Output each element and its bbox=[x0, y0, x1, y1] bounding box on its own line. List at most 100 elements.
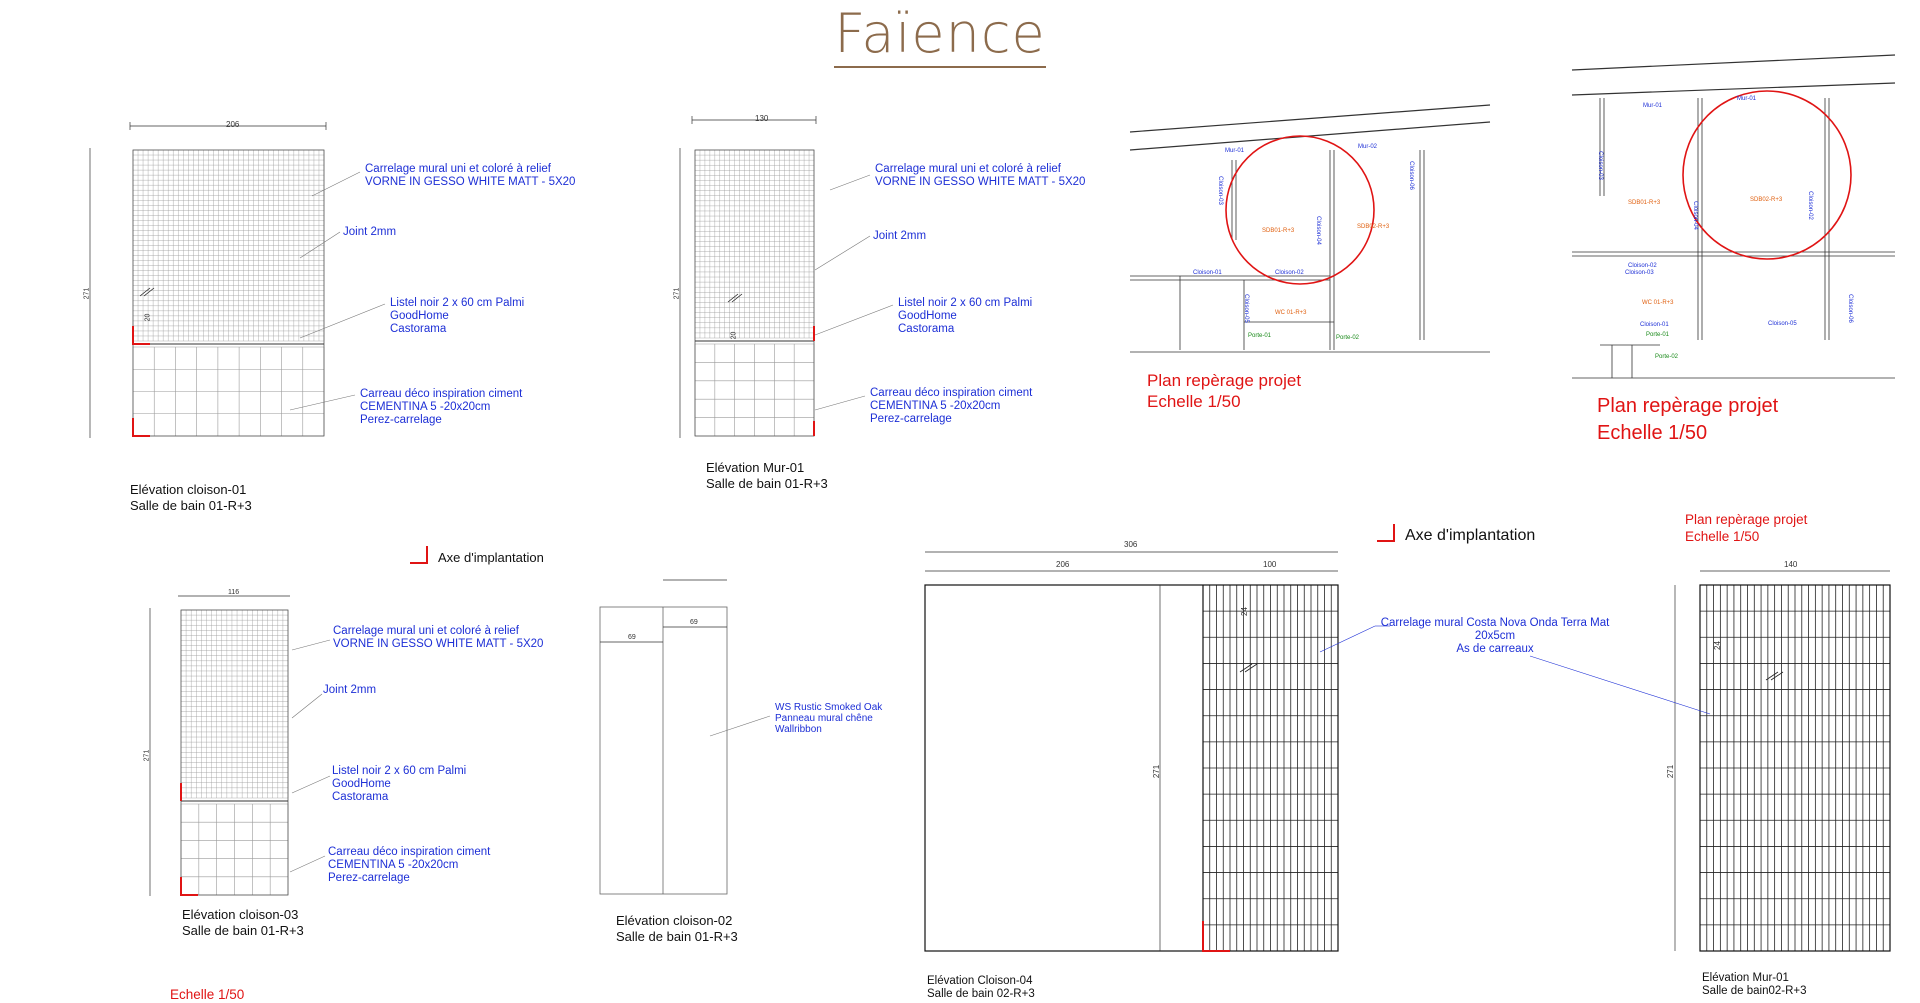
plan-room-label: WC 01-R+3 bbox=[1642, 300, 1674, 306]
dim-cloison-04-left: 206 bbox=[1056, 560, 1070, 569]
elevation-mur-01b-frame bbox=[1699, 584, 1891, 952]
caption-line: Salle de bain 01-R+3 bbox=[182, 923, 304, 938]
dim-cloison-01-tile: 20 bbox=[144, 313, 152, 322]
tile-mark bbox=[1244, 663, 1258, 673]
plan-label: Cloison-05 bbox=[1242, 294, 1249, 323]
leader-line bbox=[311, 171, 361, 197]
caption-cloison-04: Elévation Cloison-04 Salle de bain 02-R+… bbox=[927, 975, 1035, 1001]
note-line: Carreau déco inspiration ciment bbox=[870, 387, 1033, 399]
caption-line: Elévation Cloison-04 bbox=[927, 975, 1033, 987]
plan-repere-1 bbox=[1129, 104, 1491, 353]
dim-mur-01b-height: 271 bbox=[1666, 764, 1676, 779]
dim-cloison-04-total: 306 bbox=[1124, 540, 1138, 549]
note-line: Castorama bbox=[390, 323, 447, 335]
plan-scale-line: Echelle 1/50 bbox=[1597, 422, 1708, 444]
leader-line bbox=[289, 394, 356, 411]
dim-cloison-01-height: 271 bbox=[83, 287, 91, 300]
dim-cloison-03-height: 271 bbox=[143, 749, 151, 762]
plan-label: Cloison-01 bbox=[1640, 322, 1669, 328]
note-line: GoodHome bbox=[390, 310, 449, 322]
caption-line: Salle de bain 02-R+3 bbox=[927, 988, 1035, 1000]
caption-cloison-02: Elévation cloison-02 Salle de bain 01-R+… bbox=[616, 913, 738, 945]
plan-door-label: Porte-01 bbox=[1646, 332, 1670, 338]
note-carreau: Carreau déco inspiration ciment CEMENTIN… bbox=[328, 846, 490, 885]
dim-cloison-04-right: 100 bbox=[1263, 560, 1277, 569]
dim-mur-01b-width: 140 bbox=[1784, 560, 1798, 569]
scale-bottom: Echelle 1/50 bbox=[170, 987, 245, 1002]
caption-line: Elévation cloison-01 bbox=[130, 482, 247, 497]
note-listel: Listel noir 2 x 60 cm Palmi GoodHome Cas… bbox=[332, 765, 466, 804]
note-line: Carrelage mural uni et coloré à relief bbox=[365, 163, 552, 175]
leader-line bbox=[1319, 625, 1376, 653]
plan-label: Cloison-02 bbox=[1275, 270, 1304, 276]
note-line: GoodHome bbox=[898, 310, 957, 322]
note-line: Carrelage mural uni et coloré à relief bbox=[333, 625, 520, 637]
dim-cloison-02-b: 69 bbox=[690, 619, 698, 626]
caption-line: Elévation cloison-03 bbox=[182, 907, 299, 922]
plan-2-outer-wall bbox=[1571, 54, 1896, 71]
note-carreau: Carreau déco inspiration ciment CEMENTIN… bbox=[870, 387, 1032, 426]
caption-mur-01b: Elévation Mur-01 Salle de bain02-R+3 bbox=[1702, 972, 1807, 998]
caption-line: Elévation Mur-01 bbox=[1702, 972, 1789, 984]
plan-room-label: WC 01-R+3 bbox=[1275, 310, 1307, 316]
caption-mur-01: Elévation Mur-01 Salle de bain 01-R+3 bbox=[706, 460, 828, 492]
axis-mark bbox=[1202, 921, 1230, 952]
axis-mark bbox=[132, 326, 150, 345]
plan-repere-2 bbox=[1571, 54, 1896, 379]
caption-line: Salle de bain 01-R+3 bbox=[706, 476, 828, 491]
plan-label: Mur-01 bbox=[1643, 103, 1663, 109]
leader-line bbox=[289, 855, 326, 873]
note-carrelage-mural: Carrelage mural uni et coloré à relief V… bbox=[875, 163, 1085, 189]
leader-line bbox=[814, 235, 871, 271]
caption-line: Salle de bain02-R+3 bbox=[1702, 985, 1807, 997]
note-line: Panneau mural chêne bbox=[775, 713, 873, 724]
axis-mark bbox=[132, 418, 150, 437]
legend-axe-implantation-2: Axe d'implantation bbox=[1377, 524, 1535, 545]
tile-mark bbox=[1770, 671, 1784, 681]
plan-label: Cloison-04 bbox=[1691, 201, 1698, 230]
dim-mur-01b-tile: 24 bbox=[1712, 641, 1722, 650]
elevation-frames bbox=[132, 149, 1891, 952]
elevation-cloison-01-frame bbox=[132, 149, 325, 437]
legend-label: Axe d'implantation bbox=[438, 550, 544, 565]
note-line: As de carreaux bbox=[1456, 643, 1534, 655]
plan-label: Cloison-03 bbox=[1625, 270, 1654, 276]
note-line: Listel noir 2 x 60 cm Palmi bbox=[332, 765, 467, 777]
plan-label: Cloison-03 bbox=[1216, 176, 1223, 205]
caption-cloison-01: Elévation cloison-01 Salle de bain 01-R+… bbox=[130, 482, 252, 514]
note-line: Wallribbon bbox=[775, 724, 822, 735]
tile-mark bbox=[1765, 671, 1779, 681]
note-line: VORNE IN GESSO WHITE MATT - 5X20 bbox=[365, 176, 576, 188]
note-line: Carreau déco inspiration ciment bbox=[360, 388, 523, 400]
plan-label: Cloison-04 bbox=[1314, 216, 1321, 245]
leader-line bbox=[709, 715, 771, 737]
note-line: Castorama bbox=[332, 791, 389, 803]
tile-mark bbox=[139, 287, 151, 297]
plan-1-highlight-circle bbox=[1225, 135, 1375, 285]
note-joint: Joint 2mm bbox=[343, 226, 397, 238]
leader-line bbox=[291, 693, 323, 719]
plan-1-outer-wall bbox=[1129, 104, 1491, 133]
page-title-text: Faïence bbox=[834, 2, 1046, 68]
note-line: VORNE IN GESSO WHITE MATT - 5X20 bbox=[333, 638, 544, 650]
note-joint: Joint 2mm bbox=[323, 684, 377, 696]
dimension-lines bbox=[89, 116, 1890, 951]
note-line: Listel noir 2 x 60 cm Palmi bbox=[390, 297, 525, 309]
note-carreau: Carreau déco inspiration ciment CEMENTIN… bbox=[360, 388, 522, 427]
tile-mark bbox=[731, 293, 743, 303]
tile-mark bbox=[727, 293, 739, 303]
note-line: 20x5cm bbox=[1474, 630, 1516, 642]
plan-scale-line: Echelle 1/50 bbox=[1147, 392, 1241, 411]
dim-mur-01-tile: 20 bbox=[730, 331, 738, 340]
legend-axe-implantation: Axe d'implantation bbox=[410, 546, 544, 565]
plan-label: Cloison-01 bbox=[1193, 270, 1222, 276]
note-costa-nova: Carrelage mural Costa Nova Onda Terra Ma… bbox=[1375, 617, 1615, 656]
elevation-cloison-04-frame bbox=[924, 584, 1339, 952]
dim-cloison-01-width: 206 bbox=[226, 120, 240, 129]
elevation-mur-01-frame bbox=[694, 149, 815, 437]
note-line: Perez-carrelage bbox=[870, 413, 952, 425]
leader-line bbox=[299, 231, 341, 259]
leader-line bbox=[814, 304, 894, 336]
note-line: Perez-carrelage bbox=[328, 872, 410, 884]
